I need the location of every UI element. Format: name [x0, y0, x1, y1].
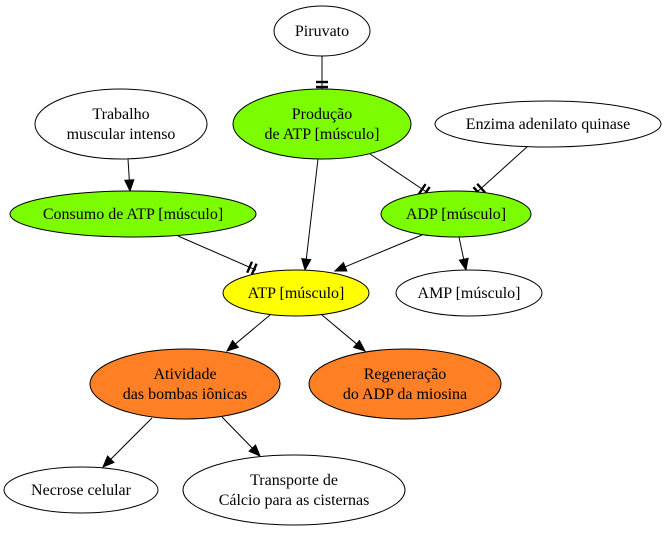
node-label: das bombas iônicas [123, 386, 247, 403]
node-label: Consumo de ATP [músculo] [43, 206, 223, 223]
edge-producao-atp-to-atp [301, 158, 319, 272]
arrow-head [301, 257, 312, 272]
edge-line [221, 416, 253, 449]
edge-line [344, 234, 423, 268]
node-producao-atp: Produção de ATP [músculo] [232, 88, 412, 160]
node-ellipse [273, 5, 371, 57]
edge-line [305, 158, 319, 260]
node-adp: ADP [músculo] [380, 190, 532, 238]
arrow-head [352, 339, 367, 352]
node-label: Necrose celular [31, 482, 132, 499]
edge-line [110, 417, 153, 460]
arrow-head [225, 339, 240, 352]
edge-atividade-to-necrose [102, 417, 153, 468]
node-enzima: Enzima adenilato quinase [434, 100, 662, 148]
inhibit-bar [250, 263, 258, 276]
arrow-head [124, 179, 135, 193]
node-regeneracao: Regeneração do ADP da miosina [308, 348, 502, 420]
node-label: de ATP [músculo] [265, 126, 380, 143]
node-label: ADP [músculo] [406, 206, 506, 223]
edge-adp-to-atp [333, 234, 423, 272]
inhibit-bar [476, 183, 487, 194]
node-label: Transporte de [250, 472, 338, 489]
edge-line [475, 145, 529, 194]
node-piruvato: Piruvato [273, 5, 371, 57]
node-trabalho: Trabalho muscular intenso [34, 88, 208, 160]
inhibit-bar [417, 183, 427, 195]
node-ellipse [3, 466, 159, 514]
node-label: Trabalho [92, 106, 149, 123]
node-ellipse [395, 269, 543, 317]
edge-line [177, 235, 257, 271]
edge-atp-to-regeneracao [321, 314, 367, 352]
edge-atp-to-atividade [225, 314, 271, 352]
edge-producao-atp-to-adp [369, 153, 431, 198]
arrow-head [102, 455, 115, 468]
node-label: Regeneração [364, 366, 447, 383]
edge-atividade-to-transporte [221, 416, 261, 457]
node-consumo-atp: Consumo de ATP [músculo] [9, 190, 257, 238]
edge-consumo-atp-to-atp [177, 235, 258, 276]
edge-line [321, 314, 357, 345]
arrow-head [333, 261, 348, 272]
edge-line [235, 314, 271, 345]
edge-enzima-to-adp [472, 145, 529, 197]
node-label: Produção [292, 106, 352, 123]
node-label: muscular intenso [67, 126, 176, 143]
edge-line [369, 153, 429, 194]
node-label: Piruvato [295, 23, 349, 40]
node-transporte: Transporte de Cálcio para as cisternas [182, 454, 406, 526]
node-ellipse [434, 100, 662, 148]
node-label: ATP [músculo] [248, 285, 345, 302]
node-ellipse [34, 88, 208, 160]
node-label: AMP [músculo] [418, 285, 521, 302]
edge-line [127, 158, 130, 181]
node-atp: ATP [músculo] [222, 269, 370, 317]
node-ellipse [308, 348, 502, 420]
edge-piruvato-to-producao-atp [316, 56, 328, 89]
node-label: Enzima adenilato quinase [466, 116, 630, 133]
node-ellipse [182, 454, 406, 526]
node-ellipse [232, 88, 412, 160]
node-necrose: Necrose celular [3, 466, 159, 514]
edge-adp-to-amp [458, 236, 469, 272]
node-amp: AMP [músculo] [395, 269, 543, 317]
node-ellipse [89, 348, 281, 420]
inhibit-bar [246, 261, 254, 274]
node-label: Cálcio para as cisternas [219, 492, 370, 509]
node-label: Atividade [153, 366, 216, 383]
arrow-head [458, 257, 469, 272]
node-atividade: Atividade das bombas iônicas [89, 348, 281, 420]
node-ellipse [222, 269, 370, 317]
node-ellipse [9, 190, 257, 238]
edge-line [458, 236, 465, 260]
edge-trabalho-to-consumo-atp [124, 158, 135, 193]
node-ellipse [380, 190, 532, 238]
arrow-head [248, 444, 261, 457]
node-label: do ADP da miosina [343, 386, 467, 403]
